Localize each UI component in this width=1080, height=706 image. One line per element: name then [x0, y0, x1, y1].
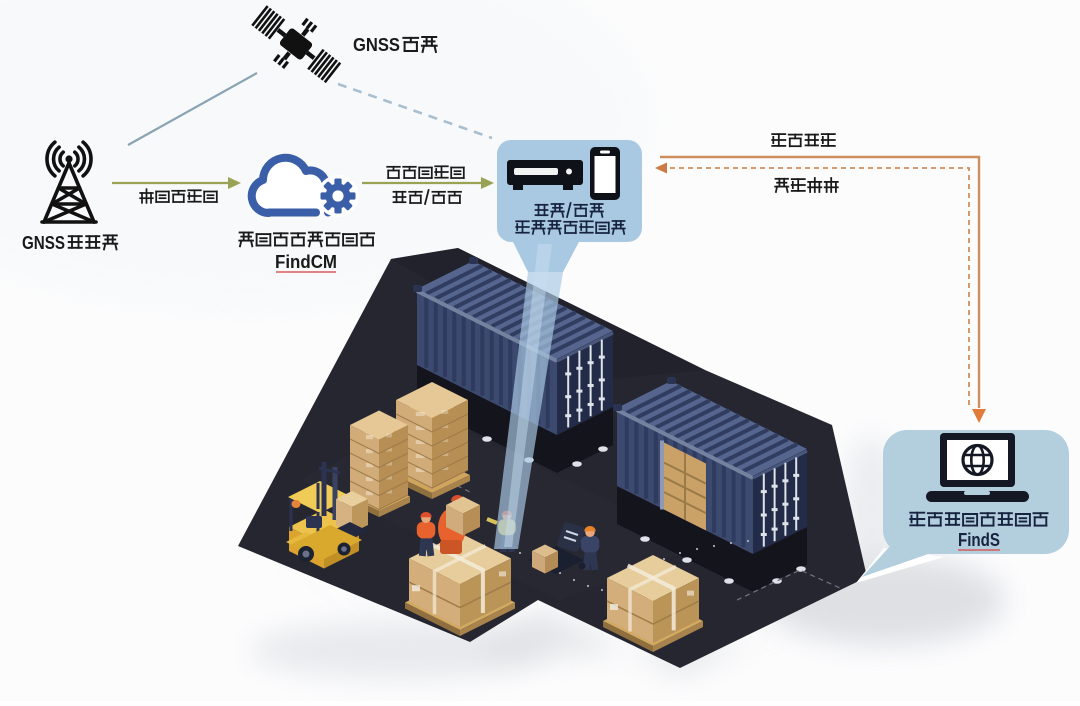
svg-text:FindCM: FindCM: [275, 251, 337, 272]
svg-text:GNSS: GNSS: [22, 233, 65, 253]
svg-text:FindS: FindS: [958, 530, 1000, 550]
svg-text:GNSS: GNSS: [353, 34, 400, 55]
